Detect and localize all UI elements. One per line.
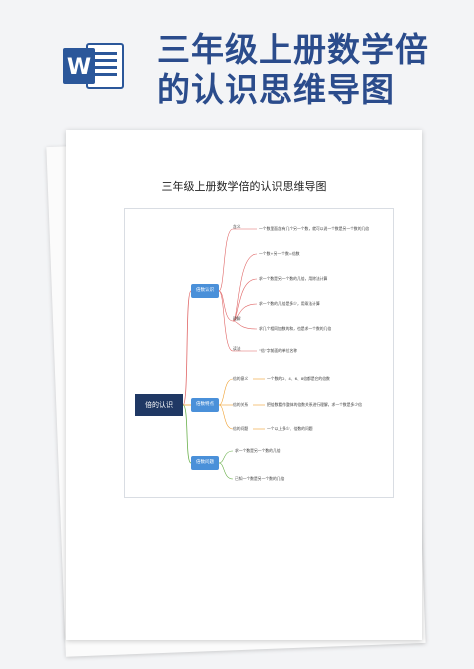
mindmap-root: 倍的认识 xyxy=(135,394,183,416)
node-key: 含义 xyxy=(233,224,241,229)
node-key: 倍的问题 xyxy=(233,426,249,431)
title-line-2: 的认识思维导图 xyxy=(157,70,395,109)
document-title: 三年级上册数学倍的认识思维导图 xyxy=(161,180,327,193)
mindmap-leaf: 一个数+另一个数=倍数 xyxy=(259,251,300,256)
mindmap-leaf: 一个以上多少、倍数的问题 xyxy=(267,426,313,431)
page-title: 三年级上册数学倍 的认识思维导图 xyxy=(157,30,457,110)
logo-letter: W xyxy=(67,55,91,80)
document-page[interactable]: 三年级上册数学倍的认识思维导图 xyxy=(66,130,422,640)
mindmap: 倍的认识 倍数认识 倍数特点 倍数问题 含义 一个数里面含有几个另一个数，就可以… xyxy=(124,208,394,498)
branch-1: 倍数认识 xyxy=(191,284,219,298)
node-key: 读法 xyxy=(233,346,241,351)
mindmap-leaf: 把倍数看作整体的倍数关系进行理解，求一个数是多少倍 xyxy=(267,402,362,407)
mindmap-leaf: 求一个数是另一个数的几倍，用除法计算 xyxy=(259,276,328,281)
mindmap-leaf: 求几个相同加数的和，也是求一个数的几倍 xyxy=(259,326,332,331)
node-key: 理解 xyxy=(233,316,241,321)
mindmap-leaf: 求一个数的几倍是多少，用乘法计算 xyxy=(259,301,320,306)
node-key: 倍的关系 xyxy=(233,402,249,407)
title-line-1: 三年级上册数学倍 xyxy=(157,30,429,69)
mindmap-leaf: 求一个数是另一个数的几倍 xyxy=(235,448,281,453)
node-key: 倍的意义 xyxy=(233,376,249,381)
mindmap-leaf: “倍”字前面的单位名称 xyxy=(259,348,298,353)
word-logo-icon: W xyxy=(63,40,125,92)
mindmap-connectors xyxy=(182,228,265,480)
branch-2: 倍数特点 xyxy=(191,398,219,412)
branch-3: 倍数问题 xyxy=(191,456,219,470)
mindmap-leaf: 一个数里面含有几个另一个数，就可以说一个数是另一个数的几倍 xyxy=(259,226,370,231)
mindmap-leaf: 一个数的2、4、6、8倍都是它的倍数 xyxy=(267,376,330,381)
mindmap-leaf: 已知一个数是另一个数的几倍 xyxy=(235,476,285,481)
